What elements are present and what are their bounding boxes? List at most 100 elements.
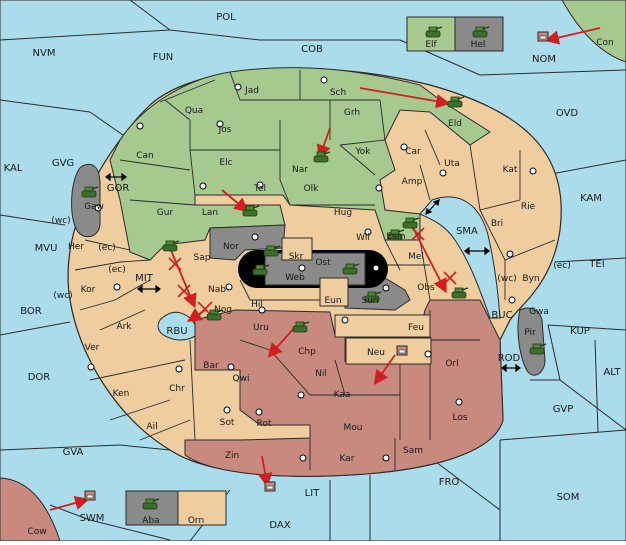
strait-markers xyxy=(105,172,521,373)
land-qua: Qua xyxy=(185,106,203,116)
land-hug: Hug xyxy=(334,208,352,218)
land-gaw: Gaw xyxy=(84,202,104,212)
land-mou: Mou xyxy=(344,423,363,433)
land-byn: Byn xyxy=(522,274,539,284)
land-sot: Sot xyxy=(220,418,235,428)
land-aba: Aba xyxy=(142,516,159,526)
land-mel: Mel xyxy=(408,252,424,262)
land-ark: Ark xyxy=(116,322,132,332)
land-sun: Sun xyxy=(361,296,378,306)
territory-neu-box xyxy=(345,337,432,365)
land-neu: Neu xyxy=(367,348,385,358)
land-wc-kor: (wc) xyxy=(53,291,72,301)
sea-swm: SWM xyxy=(80,513,105,524)
land-olk: Olk xyxy=(304,184,320,194)
territory-pir[interactable] xyxy=(517,307,546,376)
sea-buc: BUC xyxy=(491,310,512,321)
land-rie: Rie xyxy=(521,202,536,212)
land-wil: Wil xyxy=(356,233,370,243)
sea-kup: KUP xyxy=(570,326,590,337)
sea-fun: FUN xyxy=(153,52,174,63)
land-kat: Kat xyxy=(503,165,518,175)
sea-lit: LIT xyxy=(305,488,321,499)
land-gur: Gur xyxy=(157,208,174,218)
land-ail: Ail xyxy=(146,422,157,432)
land-jad: Jad xyxy=(244,86,259,96)
land-sch: Sch xyxy=(330,88,346,98)
land-ver: Ver xyxy=(85,343,100,353)
land-qwi: Qwi xyxy=(233,374,250,384)
land-grh: Grh xyxy=(344,108,360,118)
land-wc-byn: (wc) xyxy=(497,274,516,284)
sea-cob: COB xyxy=(301,44,323,55)
land-nog: Nog xyxy=(214,305,232,315)
land-zin: Zin xyxy=(225,451,239,461)
land-lan: Lan xyxy=(202,208,218,218)
land-nil: Nil xyxy=(315,369,327,379)
sea-rod: ROD xyxy=(498,353,521,364)
land-chp: Chp xyxy=(298,347,316,357)
land-yok: Yok xyxy=(354,147,371,157)
territory-orn[interactable] xyxy=(177,490,227,526)
land-elc: Elc xyxy=(219,158,232,168)
land-web: Web xyxy=(285,273,305,283)
land-nor: Nor xyxy=(223,242,239,252)
territory-feu-box xyxy=(334,314,431,338)
sea-mvu: MVU xyxy=(35,243,58,254)
land-nab: Nab xyxy=(208,285,226,295)
territory-skr-box xyxy=(281,237,313,261)
land-bar: Bar xyxy=(203,361,219,371)
land-pir: Pir xyxy=(524,328,536,338)
sea-dor: DOR xyxy=(28,372,51,383)
land-her: Her xyxy=(68,242,84,252)
land-ost: Ost xyxy=(315,258,331,268)
sea-rbu: RBU xyxy=(166,326,187,337)
sea-mit: MIT xyxy=(135,273,154,284)
land-feu: Feu xyxy=(408,323,424,333)
land-hel: Hel xyxy=(471,40,486,50)
land-gwa: Gwa xyxy=(529,307,549,317)
land-sap: Sap xyxy=(194,253,211,263)
sea-alt: ALT xyxy=(603,367,621,378)
land-kar: Kar xyxy=(340,454,355,464)
land-orn: Orn xyxy=(188,516,204,526)
sea-sma: SMA xyxy=(456,226,478,237)
land-wc-her: (wc) xyxy=(51,216,70,226)
sea-fro: FRO xyxy=(439,477,460,488)
sea-kal: KAL xyxy=(4,163,23,174)
land-con: Con xyxy=(596,38,614,48)
land-skr: Skr xyxy=(289,252,304,262)
land-ec-her: (ec) xyxy=(98,243,116,253)
sea-kam: KAM xyxy=(580,193,602,204)
land-esm: Esm xyxy=(386,232,405,242)
sea-gvp: GVP xyxy=(553,404,574,415)
land-jos: Jos xyxy=(218,125,232,135)
land-eld: Eld xyxy=(448,119,462,129)
land-los: Los xyxy=(452,413,467,423)
sea-som: SOM xyxy=(557,492,580,503)
land-kaa: Kaa xyxy=(334,390,351,400)
land-orl: Orl xyxy=(445,359,458,369)
land-ec-kor: (ec) xyxy=(108,265,126,275)
land-nar: Nar xyxy=(292,165,308,175)
land-hil: Hil xyxy=(251,300,263,310)
sea-gva: GVA xyxy=(63,447,84,458)
land-can: Can xyxy=(136,151,154,161)
sea-pol: POL xyxy=(216,12,236,23)
sea-gvg: GVG xyxy=(52,158,74,169)
region-center-gray[interactable] xyxy=(209,224,286,261)
supply-centres xyxy=(87,76,537,462)
land-eun: Eun xyxy=(324,296,341,306)
land-amp: Amp xyxy=(402,177,423,187)
land-chr: Chr xyxy=(169,384,185,394)
land-labels: Con Elf Hel Jad Sch Qua Jos Grh Eld Can … xyxy=(27,38,613,537)
land-elf: Elf xyxy=(425,40,437,50)
channel-sma xyxy=(419,196,501,319)
territory-gaw[interactable] xyxy=(71,163,101,238)
land-ec-byn: (ec) xyxy=(553,261,571,271)
sea-labels: POL NVM FUN COB NOM OVD KAL GVG GOR MVU … xyxy=(4,12,622,531)
land-sam: Sam xyxy=(403,446,423,456)
sea-gor: GOR xyxy=(107,183,130,194)
